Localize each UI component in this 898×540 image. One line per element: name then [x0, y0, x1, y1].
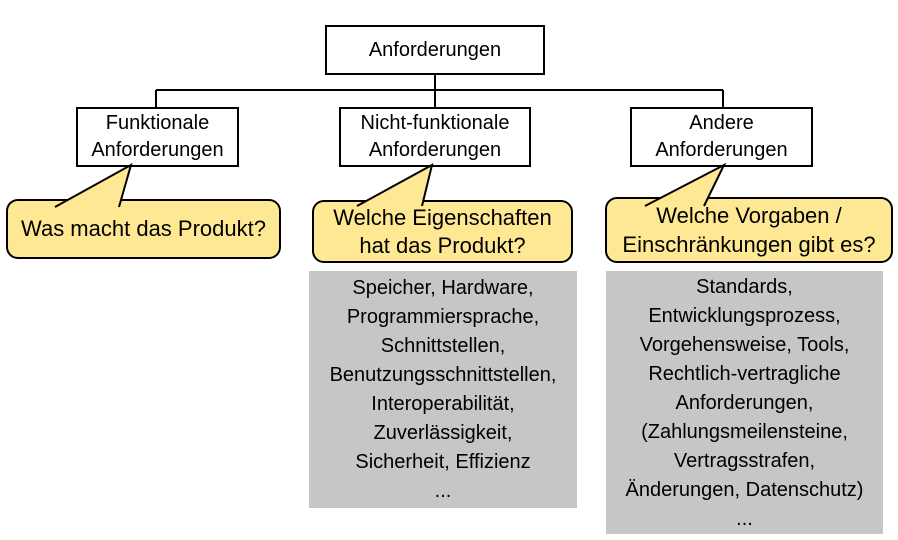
detail-line: Benutzungsschnittstellen,	[329, 364, 557, 386]
question-text: Einschränkungen gibt es?	[622, 232, 876, 257]
question-text: Was macht das Produkt?	[21, 216, 266, 241]
detail-line: Zuverlässigkeit,	[373, 422, 513, 444]
detail-line: Schnittstellen,	[380, 335, 506, 357]
detail-line: (Zahlungsmeilensteine,	[641, 421, 848, 443]
detail-line: Speicher, Hardware,	[352, 277, 534, 299]
detail-line: Vorgehensweise, Tools,	[639, 334, 850, 356]
root-box-anforderungen: Anforderungen	[325, 25, 545, 75]
question-text: Welche Vorgaben /	[656, 203, 842, 228]
detail-line: Interoperabilität,	[371, 393, 515, 415]
question-bubble-nicht-funktionale: Welche Eigenschaften hat das Produkt?	[312, 200, 573, 263]
branch-box-label: Anforderungen	[91, 139, 224, 161]
question-bubble-andere: Welche Vorgaben / Einschränkungen gibt e…	[605, 197, 893, 263]
branch-box-label: Nicht-funktionale	[360, 112, 510, 134]
root-box-label: Anforderungen	[368, 38, 502, 61]
detail-line: Änderungen, Datenschutz)	[625, 479, 864, 501]
details-panel-nicht-funktionale: Speicher, Hardware, Programmiersprache, …	[309, 271, 577, 508]
branch-box-funktionale: Funktionale Anforderungen	[76, 107, 239, 167]
branch-box-label: Andere	[689, 112, 754, 134]
branch-box-nicht-funktionale: Nicht-funktionale Anforderungen	[339, 107, 531, 167]
detail-line: Standards,	[696, 276, 793, 298]
branch-box-label: Anforderungen	[655, 139, 788, 161]
detail-line: Rechtlich-vertragliche	[648, 363, 841, 385]
detail-line: Vertragsstrafen,	[673, 450, 816, 472]
detail-line: Programmiersprache,	[346, 306, 540, 328]
detail-line: Entwicklungsprozess,	[648, 305, 841, 327]
branch-box-label: Anforderungen	[368, 139, 502, 161]
branch-box-andere: Andere Anforderungen	[630, 107, 813, 167]
question-bubble-funktionale: Was macht das Produkt?	[6, 199, 281, 259]
tree-connector-lines	[155, 75, 724, 107]
question-text: hat das Produkt?	[359, 232, 526, 258]
details-panel-andere: Standards, Entwicklungsprozess, Vorgehen…	[606, 271, 883, 534]
detail-line: Anforderungen,	[675, 392, 814, 414]
detail-line: ...	[736, 508, 753, 530]
detail-line: Sicherheit, Effizienz	[355, 451, 531, 473]
detail-line: ...	[434, 480, 452, 502]
branch-box-label: Funktionale	[105, 112, 210, 134]
question-text: Welche Eigenschaften	[333, 204, 552, 230]
